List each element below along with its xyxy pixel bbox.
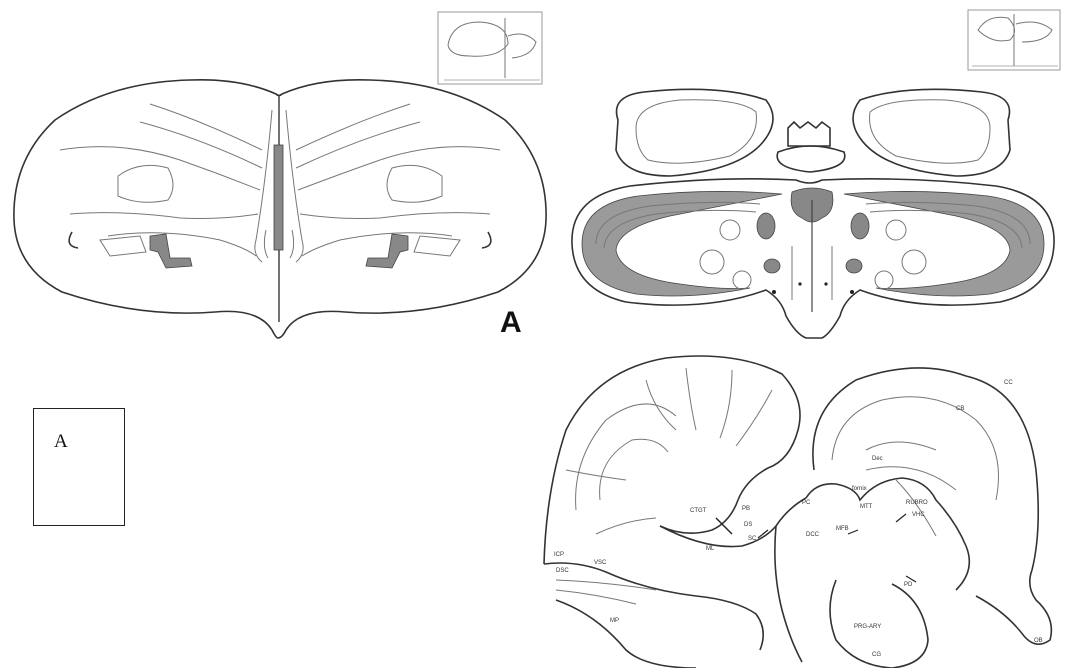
label-prg: PRG-ARY xyxy=(854,624,881,630)
panel-label: A xyxy=(500,306,522,340)
label-dc: Dec xyxy=(872,456,883,462)
orientation-inset-map xyxy=(968,10,1060,70)
label-mp: MP xyxy=(610,618,619,624)
label-mtt: MTT xyxy=(860,504,873,510)
label-ml: ML xyxy=(706,546,715,552)
label-rubro: RUBRO xyxy=(906,500,928,506)
label-fornix: fornix xyxy=(852,486,867,492)
label-ctgt: CTGT xyxy=(690,508,707,514)
label-pc: PC xyxy=(802,500,811,506)
label-ds: DS xyxy=(744,522,752,528)
label-vhc: VHC xyxy=(912,512,925,518)
brainstem-cerebellum-section xyxy=(560,0,1066,340)
label-sc: SC xyxy=(748,536,757,542)
sagittal-section-drawing: CB CC DCC Dec MFB fornix MTT VHC CTGT PB… xyxy=(536,350,1066,668)
label-cb: CB xyxy=(956,406,964,412)
label-box-text: A xyxy=(54,431,68,453)
label-pb: PB xyxy=(742,506,750,512)
brainstem-section-drawing xyxy=(560,0,1066,340)
coronal-brain-section xyxy=(0,0,560,340)
label-cc: CC xyxy=(1004,380,1013,386)
label-dsc: DSC xyxy=(556,568,569,574)
sagittal-brain-section: CB CC DCC Dec MFB fornix MTT VHC CTGT PB… xyxy=(536,350,1066,668)
label-cg: CG xyxy=(872,652,881,658)
label-box: A xyxy=(33,408,125,526)
coronal-section-drawing xyxy=(0,0,560,340)
label-vsc: VSC xyxy=(594,560,607,566)
label-mfb: MFB xyxy=(836,526,849,532)
label-ob: OB xyxy=(1034,638,1043,644)
label-dcc: DCC xyxy=(806,532,820,538)
label-pd: PD xyxy=(904,582,913,588)
orientation-inset-map xyxy=(438,12,542,84)
label-icp: ICP xyxy=(554,552,564,558)
